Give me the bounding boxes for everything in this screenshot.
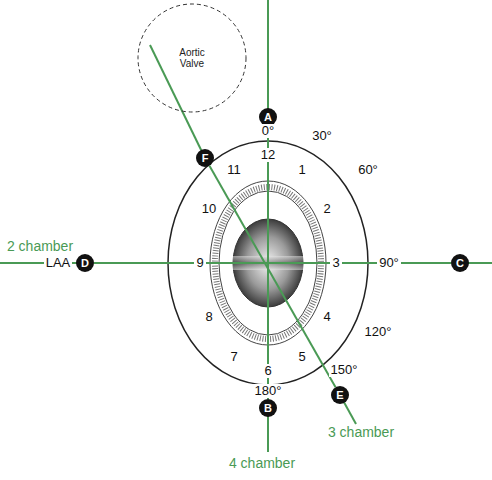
clock-label: 0° <box>260 124 276 138</box>
clock-label: LAA <box>44 256 73 270</box>
clock-label: 1 <box>296 163 307 177</box>
clock-label: 2 <box>321 202 332 216</box>
valve-circle: Aortic Valve <box>137 3 247 113</box>
marker-letter: A <box>264 112 272 123</box>
outline <box>138 4 246 112</box>
view-line <box>267 0 269 117</box>
view-marker: B <box>259 399 277 417</box>
clock-label: 60° <box>356 163 380 177</box>
clock-label: 8 <box>203 310 214 324</box>
outline <box>76 254 94 272</box>
view-marker: F <box>196 149 214 167</box>
clock-label: 150° <box>329 363 360 377</box>
view-marker: E <box>331 386 349 404</box>
clock-label: 9 <box>194 256 205 270</box>
structure-label: Aortic Valve <box>170 47 214 70</box>
outline <box>196 149 214 167</box>
outline <box>331 386 349 404</box>
clock-label: 180° <box>253 384 284 398</box>
clock-label: 6 <box>262 364 273 378</box>
clock-label: 7 <box>228 350 239 364</box>
marker-letter: C <box>456 258 464 269</box>
view-marker: C <box>451 254 469 272</box>
marker-letter: F <box>202 153 209 164</box>
outline <box>451 254 469 272</box>
clock-label: 12 <box>259 148 277 162</box>
view-line <box>209 166 335 387</box>
clock-label: 4 <box>321 310 332 324</box>
clock-label: 30° <box>310 129 334 143</box>
clock-label: 5 <box>296 350 307 364</box>
clock-label: 11 <box>225 163 243 177</box>
clock-label: 90° <box>377 256 401 270</box>
view-marker: D <box>76 254 94 272</box>
clock-label: 10 <box>200 202 218 216</box>
marker-letter: E <box>336 390 343 401</box>
clock-label: 3 <box>330 256 341 270</box>
view-label: 3 chamber <box>326 425 396 440</box>
view-label: 4 chamber <box>227 456 297 471</box>
outline <box>259 399 277 417</box>
marker-letter: B <box>264 403 272 414</box>
marker-letter: D <box>81 258 89 269</box>
clock-label: 120° <box>363 325 394 339</box>
view-label: 2 chamber <box>5 239 75 254</box>
